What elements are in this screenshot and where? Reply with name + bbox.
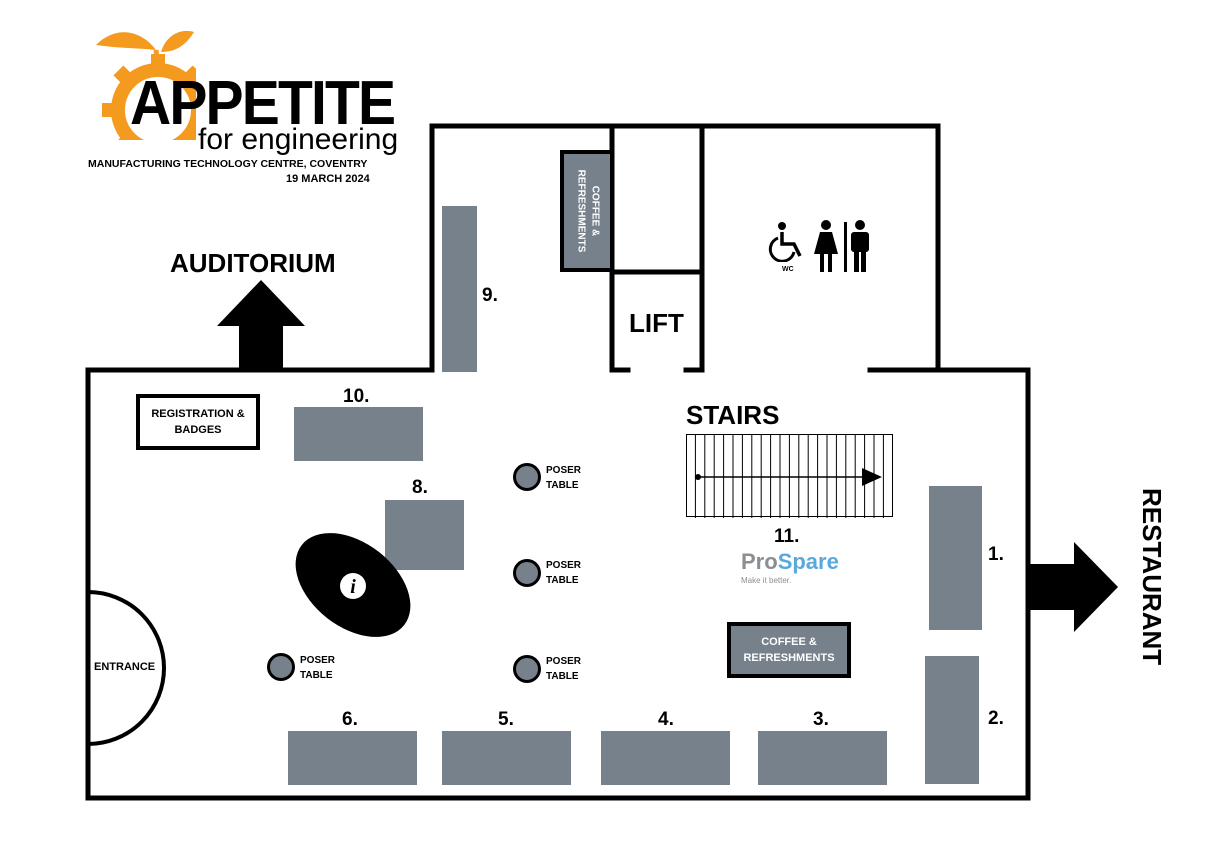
prospare-logo[interactable]: ProSpare Make it better. — [741, 548, 861, 592]
stand-6[interactable] — [288, 731, 417, 785]
logo-venue: MANUFACTURING TECHNOLOGY CENTRE, COVENTR… — [88, 158, 368, 170]
stand-2[interactable] — [925, 656, 979, 784]
prospare-spare: Spare — [777, 549, 839, 574]
stand-8-number: 8. — [412, 477, 428, 498]
wc-area: WC — [768, 220, 878, 280]
poser-table-3 — [513, 655, 541, 683]
wheelchair-icon — [768, 222, 802, 262]
stairs-icon — [686, 434, 893, 518]
stand-8[interactable] — [385, 500, 464, 570]
restaurant-label: RESTAURANT — [1137, 488, 1167, 666]
coffee-refreshments-main: COFFEE & REFRESHMENTS — [727, 622, 851, 678]
auditorium-label: AUDITORIUM — [170, 248, 336, 278]
gear-apple-icon — [96, 30, 196, 140]
poser-table-2 — [513, 559, 541, 587]
stand-3[interactable] — [758, 731, 887, 785]
stand-1-number: 1. — [988, 544, 1004, 565]
coffee-refreshments-top: COFFEE & REFRESHMENTS — [560, 150, 614, 272]
stand-9[interactable] — [442, 206, 477, 372]
entrance-label: ENTRANCE — [94, 661, 156, 673]
wc-label: WC — [782, 266, 794, 273]
stand-11-number: 11. — [774, 526, 800, 547]
stairs-label: STAIRS — [686, 400, 780, 430]
logo-subtitle: for engineering — [198, 123, 399, 156]
info-desk[interactable]: i — [290, 526, 416, 644]
stand-6-number: 6. — [342, 709, 358, 730]
stand-10[interactable] — [294, 407, 423, 461]
toilet-divider — [844, 222, 847, 272]
arrow-up-icon — [217, 280, 305, 372]
stand-4-number: 4. — [658, 709, 674, 730]
registration-desk[interactable]: REGISTRATION & BADGES — [136, 394, 260, 450]
stand-2-number: 2. — [988, 708, 1004, 729]
poser-table-1 — [513, 463, 541, 491]
arrow-right-icon — [1028, 542, 1118, 632]
stand-5-number: 5. — [498, 709, 514, 730]
event-logo: APPETITE for engineering MANUFACTURING T… — [86, 20, 398, 190]
prospare-pro: Pro — [741, 549, 778, 574]
stand-1[interactable] — [929, 486, 982, 630]
lift-label: LIFT — [629, 308, 684, 338]
stand-5[interactable] — [442, 731, 571, 785]
logo-date: 19 MARCH 2024 — [286, 173, 370, 185]
logo-title: APPETITE — [130, 69, 396, 138]
prospare-tagline: Make it better. — [741, 576, 792, 585]
stand-9-number: 9. — [482, 285, 498, 306]
stand-10-number: 10. — [343, 386, 370, 407]
poser-table-4 — [267, 653, 295, 681]
female-toilet-icon — [814, 220, 838, 272]
svg-text:i: i — [350, 576, 356, 598]
stand-3-number: 3. — [813, 709, 829, 730]
male-toilet-icon — [851, 220, 869, 272]
stand-4[interactable] — [601, 731, 730, 785]
